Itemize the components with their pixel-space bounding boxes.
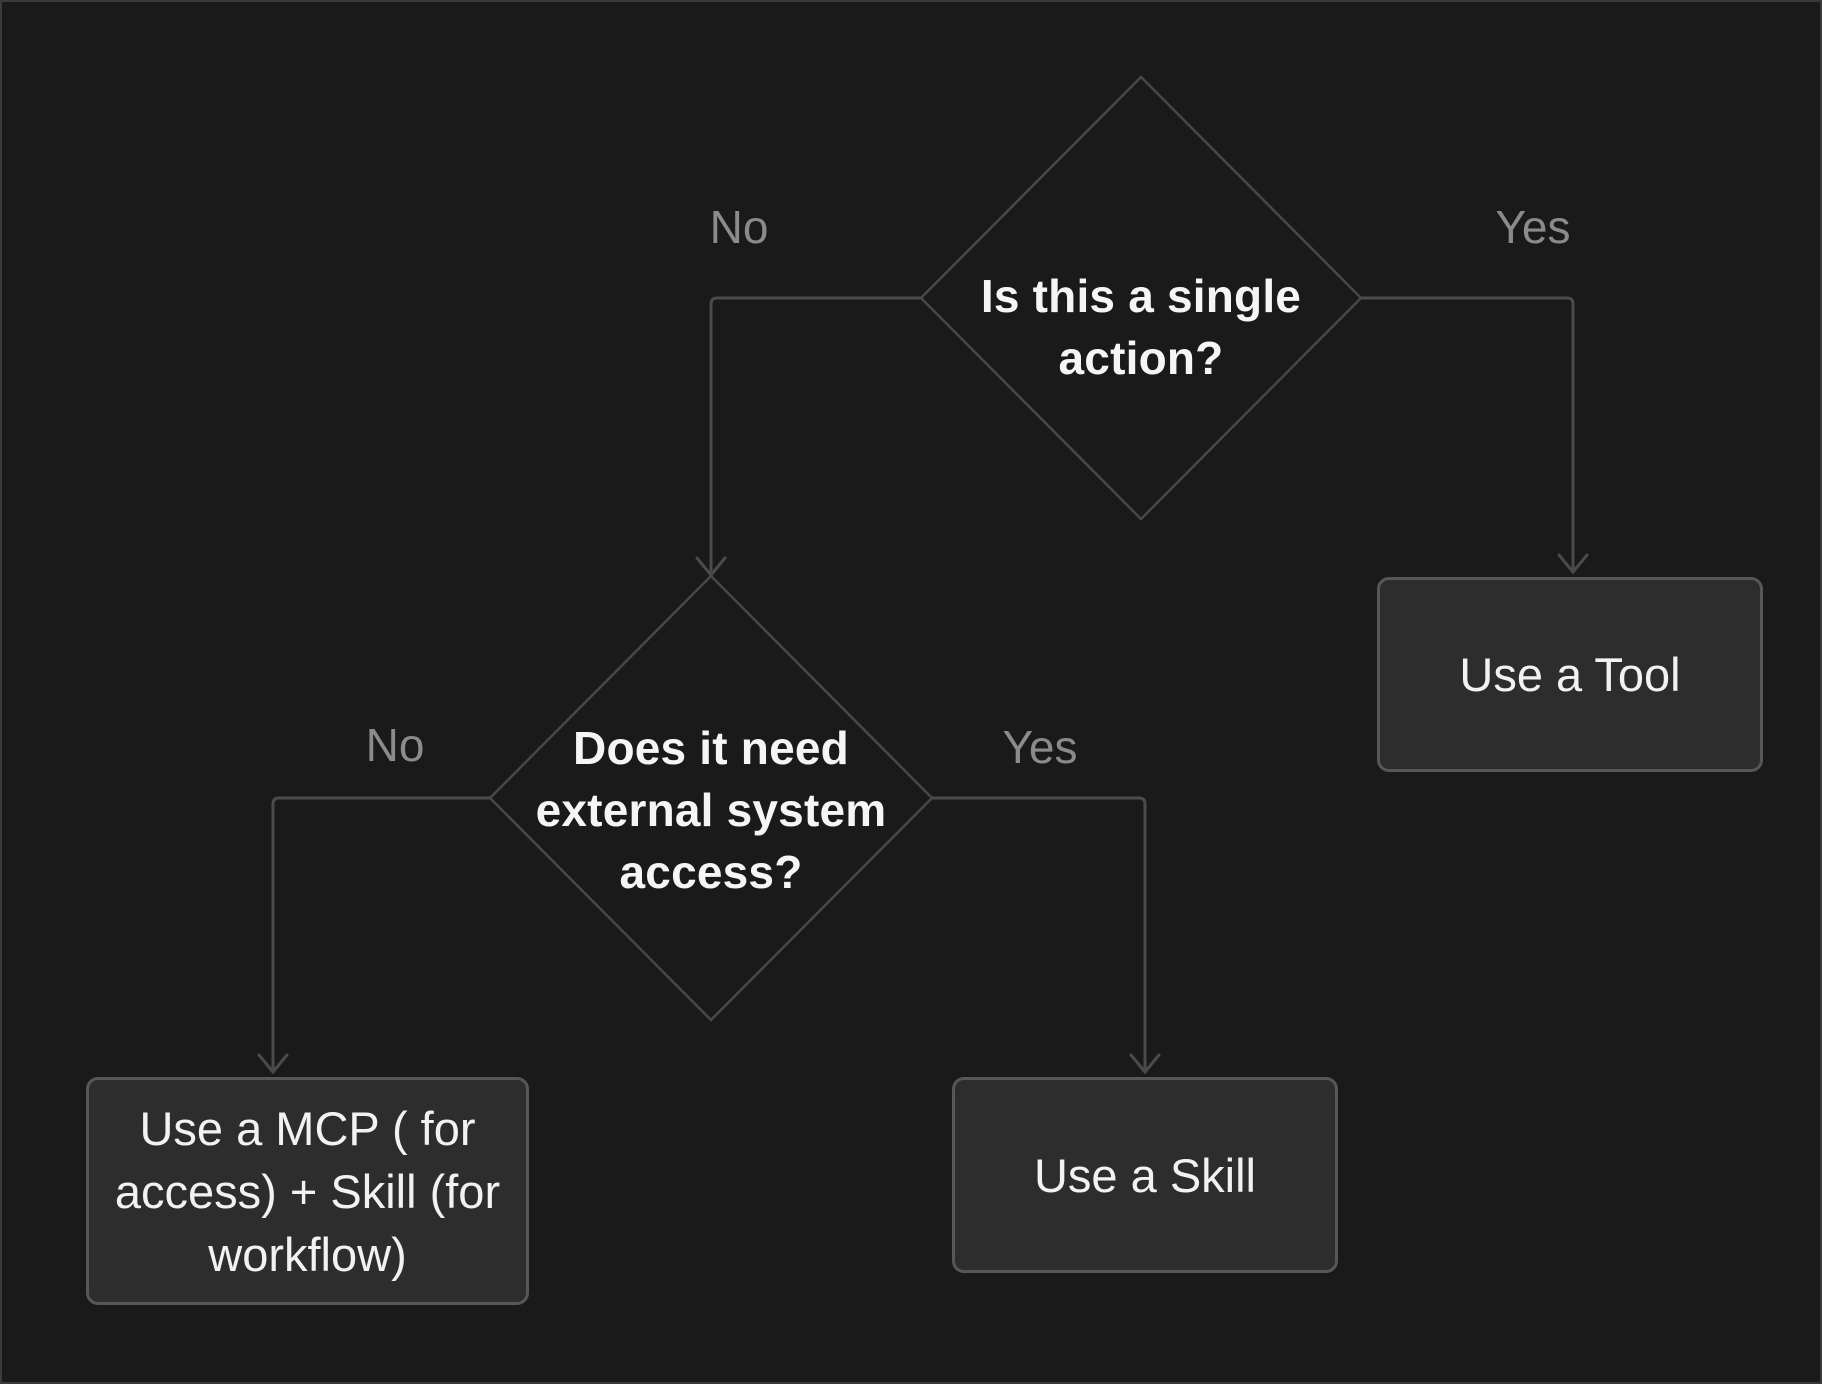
decision-question-external-access: Does it need external system access?	[535, 722, 887, 898]
edge-q1-no-line	[709, 296, 921, 572]
branch-label-q2-no: No	[365, 719, 425, 771]
edge-q1-no-arrowhead-icon	[695, 556, 727, 578]
edge-q1-yes-arrowhead-icon	[1557, 553, 1589, 575]
branch-label-q2-yes: Yes	[1002, 721, 1078, 773]
outcome-label-use-a-skill: Use a Skill	[1033, 1148, 1256, 1202]
outcome-box-use-a-skill: Use a Skill	[952, 1077, 1338, 1273]
outcome-box-use-a-tool: Use a Tool	[1377, 577, 1763, 772]
edge-q2-yes-arrowhead-icon	[1129, 1053, 1161, 1075]
edge-q1-yes-line	[1361, 296, 1575, 569]
branch-label-q1-no: No	[709, 201, 769, 253]
edge-q2-no-line	[271, 796, 490, 1069]
edge-q2-yes-line	[932, 796, 1147, 1069]
branch-label-q1-yes: Yes	[1495, 201, 1571, 253]
outcome-label-use-a-tool: Use a Tool	[1459, 648, 1681, 701]
outcome-label-use-mcp-plus-skill: Use a MCP ( for access) + Skill (for wor…	[114, 1101, 501, 1281]
decision-question-single-action: Is this a single action?	[980, 270, 1302, 384]
edge-q2-no-arrowhead-icon	[257, 1053, 289, 1075]
decision-diamond-external-access	[488, 574, 934, 1022]
decision-diamond-single-action	[919, 75, 1363, 521]
outcome-box-use-mcp-plus-skill: Use a MCP ( for access) + Skill (for wor…	[86, 1077, 529, 1305]
